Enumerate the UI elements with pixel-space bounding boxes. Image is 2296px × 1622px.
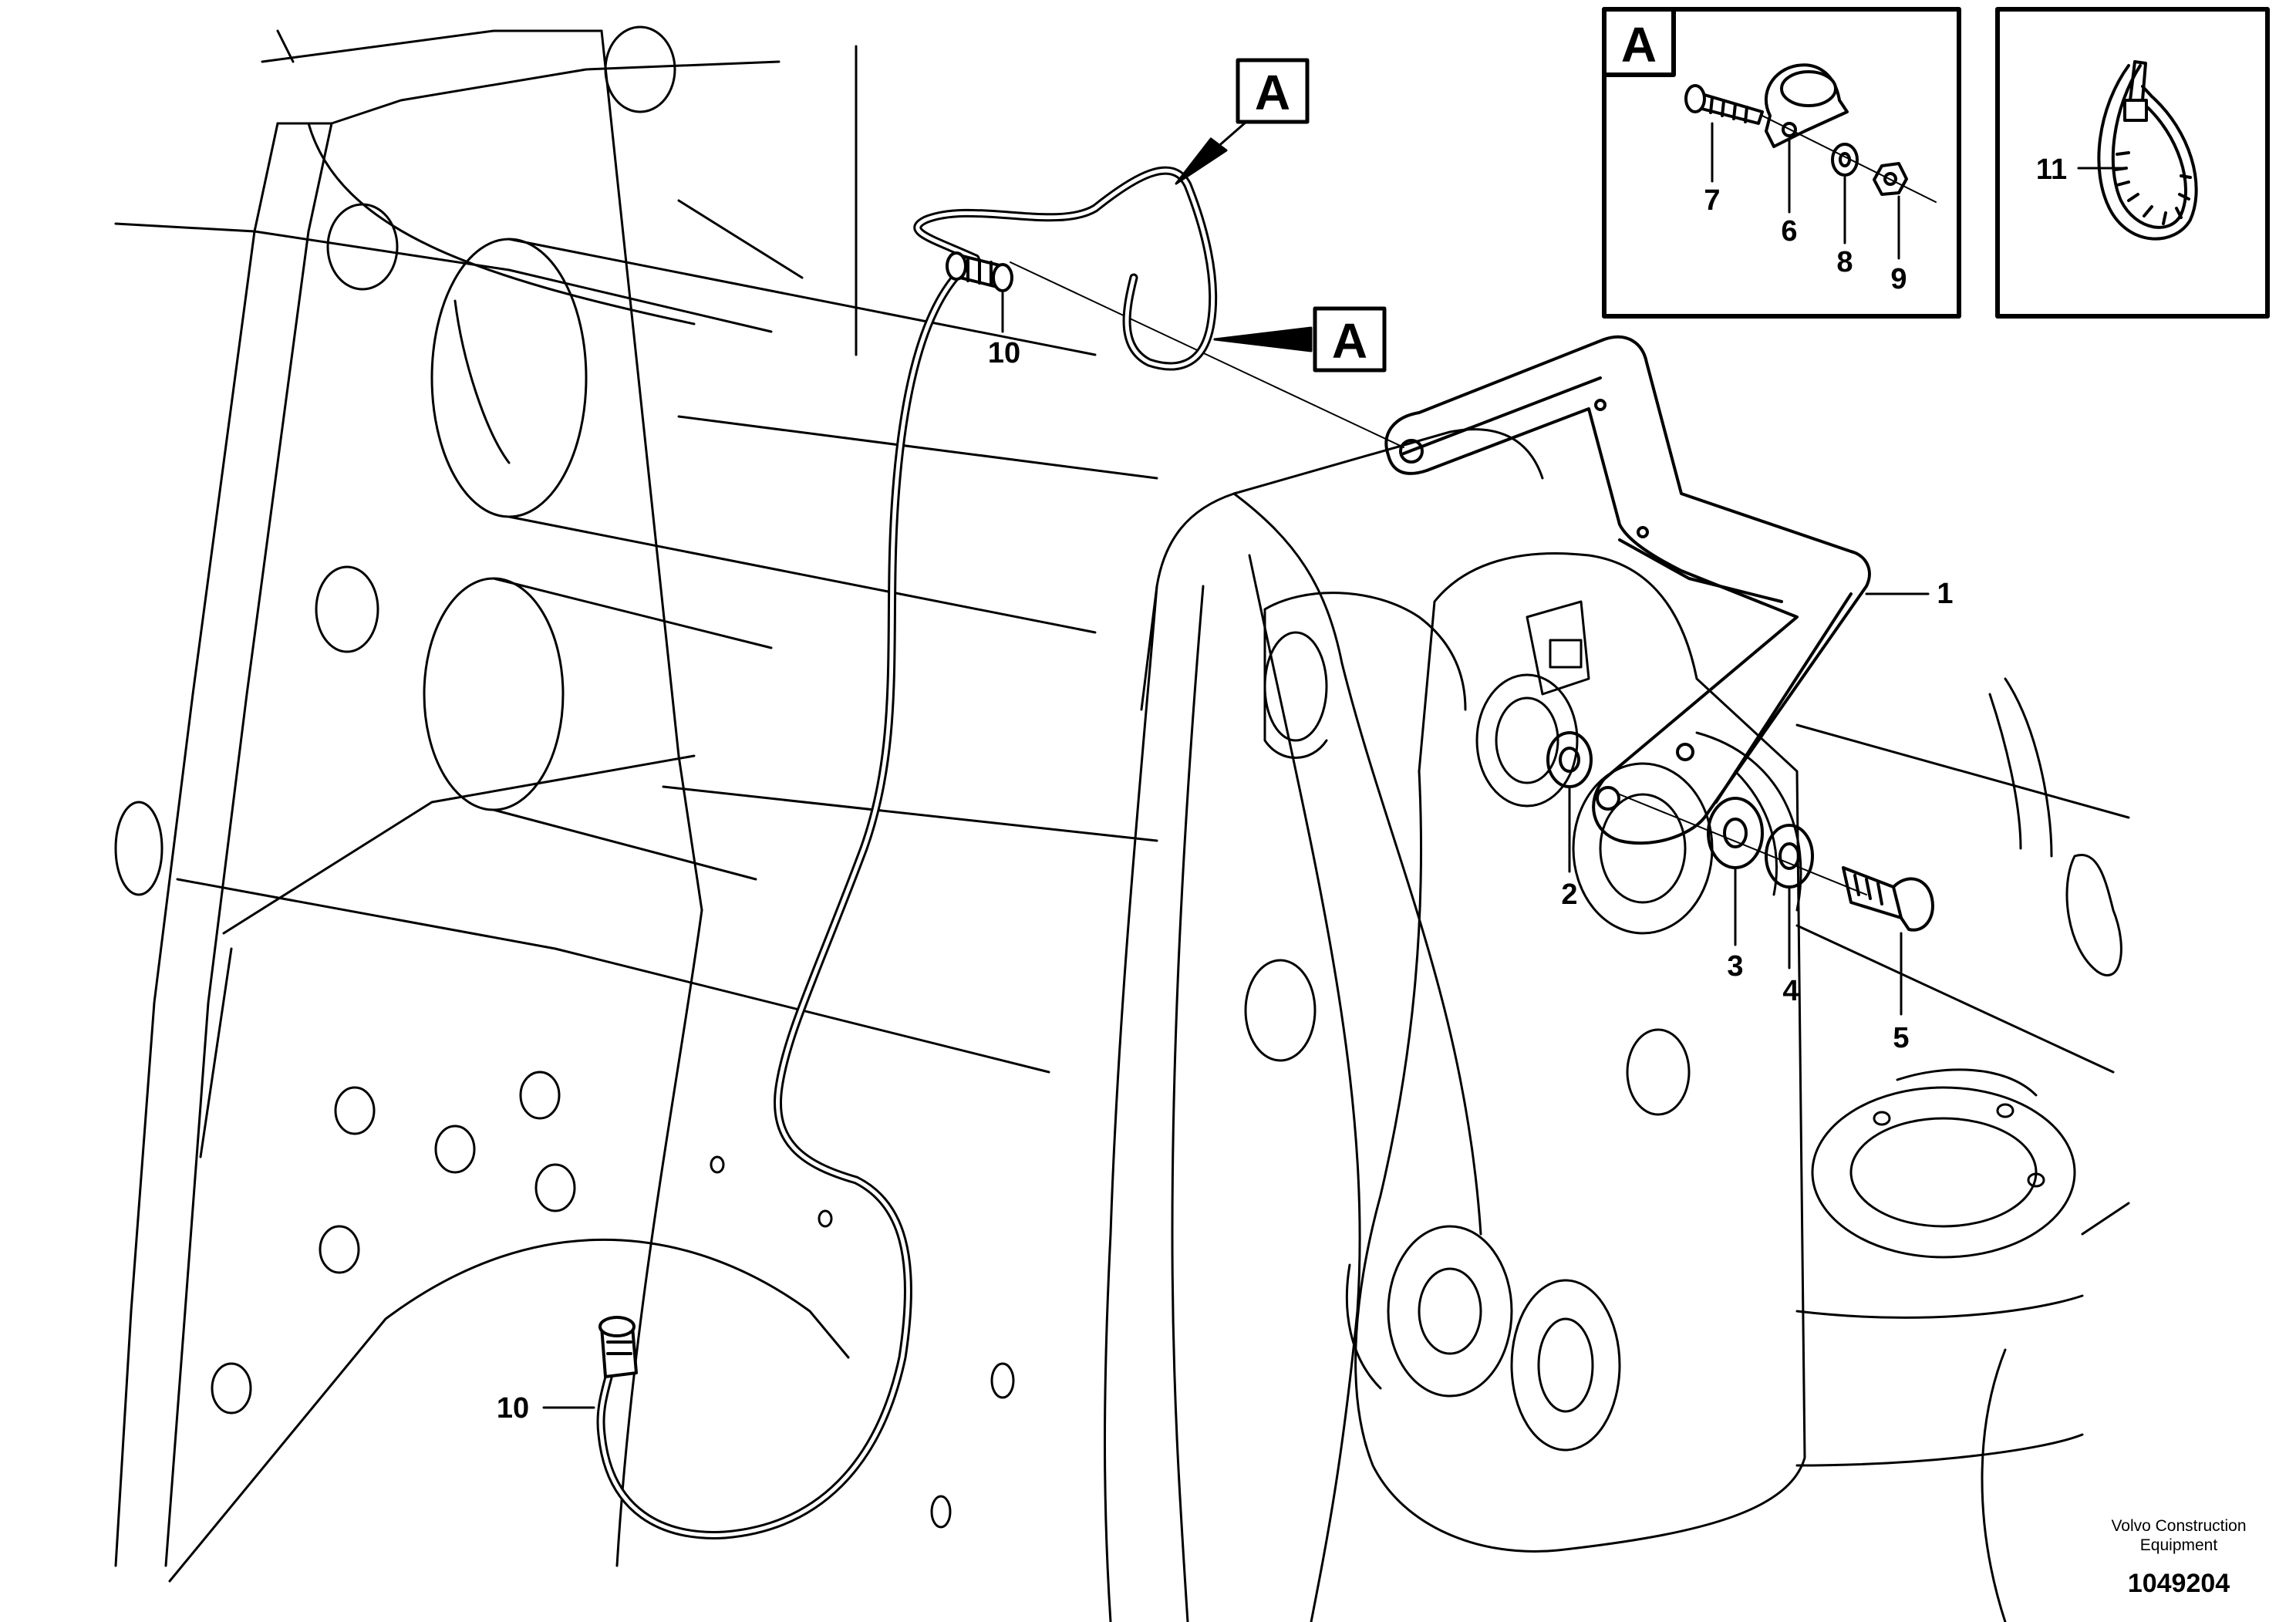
loader-frame-outline: [114, 29, 1158, 1567]
tag-a-upper: A: [1255, 65, 1290, 120]
detail-panel-a-tag: A: [1621, 17, 1657, 73]
callout-10-top: 10: [988, 337, 1020, 369]
cross-tube-upper: [430, 238, 1097, 634]
callout-4: 4: [1782, 975, 1799, 1007]
washer-part-8: [1831, 143, 1859, 177]
p-clamp-part-6: [1765, 63, 1849, 148]
assembly-line-upper: [1010, 261, 1404, 448]
callout-6: 6: [1781, 215, 1797, 248]
lift-arm: [1104, 428, 1691, 1622]
screw-part-7: [1684, 84, 1764, 125]
callout-2: 2: [1561, 878, 1577, 911]
callout-leaders: [542, 292, 1930, 1409]
bracket-part-1: [1384, 335, 1871, 845]
detail-a-leaders: [1711, 122, 1900, 260]
detail-panel-tie: [1995, 7, 2270, 319]
sensor-head: [946, 251, 1013, 292]
cable-loop-core: [915, 168, 1215, 369]
tag-a-box-lower: [1313, 306, 1387, 373]
connector-plug: [598, 1316, 638, 1378]
assembly-line-lower: [1619, 794, 1867, 895]
cross-tube-lower: [423, 577, 773, 881]
callout-8: 8: [1836, 246, 1853, 278]
callout-10-bottom: 10: [497, 1392, 529, 1425]
footer-company-line2: Equipment: [2140, 1536, 2218, 1554]
detail-panel-a-tag-box: [1602, 7, 1676, 77]
tag-a-box-upper: [1236, 58, 1310, 124]
frame-plate-holes: [114, 25, 1015, 1529]
callout-9: 9: [1890, 263, 1907, 295]
sensor-cable-part-10: [596, 254, 980, 1539]
cable-tie-part-11: [2097, 60, 2198, 241]
detail-a-assembly-line: [1762, 115, 1937, 203]
tag-a-lower: A: [1332, 313, 1367, 369]
bolt-part-5: [1842, 866, 1934, 932]
tag-a-pointer-lower: [1213, 326, 1313, 352]
mount-block: [1475, 600, 1802, 935]
lower-frame-plate: [168, 754, 850, 1583]
callout-1: 1: [1937, 578, 1953, 610]
callout-5: 5: [1893, 1022, 1909, 1054]
callout-7: 7: [1704, 184, 1720, 217]
tag-a-pointer-upper: [1175, 114, 1255, 185]
link-plate: [1263, 552, 1806, 1553]
callout-11: 11: [2036, 153, 2067, 186]
sensor-cable-core: [598, 256, 978, 1537]
callout-3: 3: [1727, 950, 1743, 983]
footer-company-line1: Volvo Construction: [2111, 1517, 2246, 1535]
rear-frame: [1795, 677, 2130, 1622]
footer-drawing-number: 1049204: [2128, 1569, 2230, 1598]
